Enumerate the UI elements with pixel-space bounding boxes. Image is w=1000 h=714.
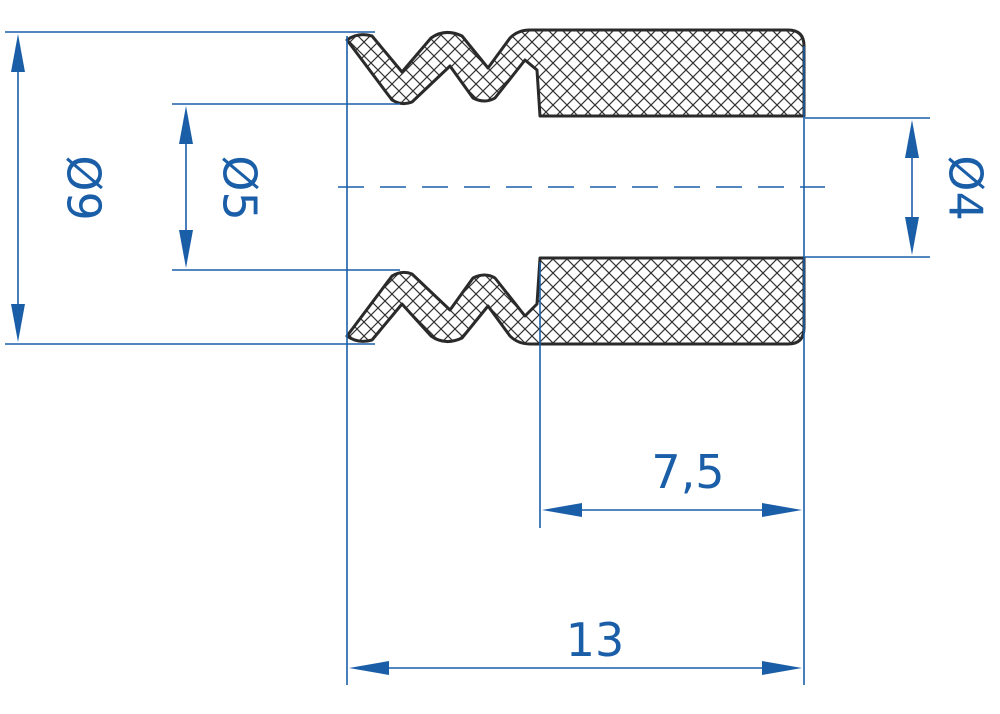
arrow-sleeve-right [762, 503, 802, 517]
arrow-total-left [349, 661, 389, 675]
arrowheads [11, 34, 919, 675]
arrow-bore-bottom [905, 217, 919, 255]
dimension-labels: Ø9 Ø5 Ø4 7,5 13 [57, 155, 993, 667]
inner-diameter-label: Ø5 [213, 155, 267, 220]
bore-diameter-label: Ø4 [939, 155, 993, 220]
part-section [345, 28, 806, 346]
arrow-total-right [762, 661, 802, 675]
upper-wall-section [345, 28, 806, 118]
total-length-label: 13 [566, 613, 625, 667]
arrow-inner-top [179, 106, 193, 144]
lower-wall-section [345, 256, 806, 346]
arrow-sleeve-left [542, 503, 582, 517]
arrow-bore-top [905, 120, 919, 158]
dimension-lines [5, 31, 930, 685]
arrow-outer-top [11, 34, 25, 72]
outer-diameter-label: Ø9 [57, 155, 111, 220]
sleeve-length-label: 7,5 [651, 445, 724, 499]
arrow-inner-bottom [179, 230, 193, 268]
arrow-outer-bottom [11, 304, 25, 342]
